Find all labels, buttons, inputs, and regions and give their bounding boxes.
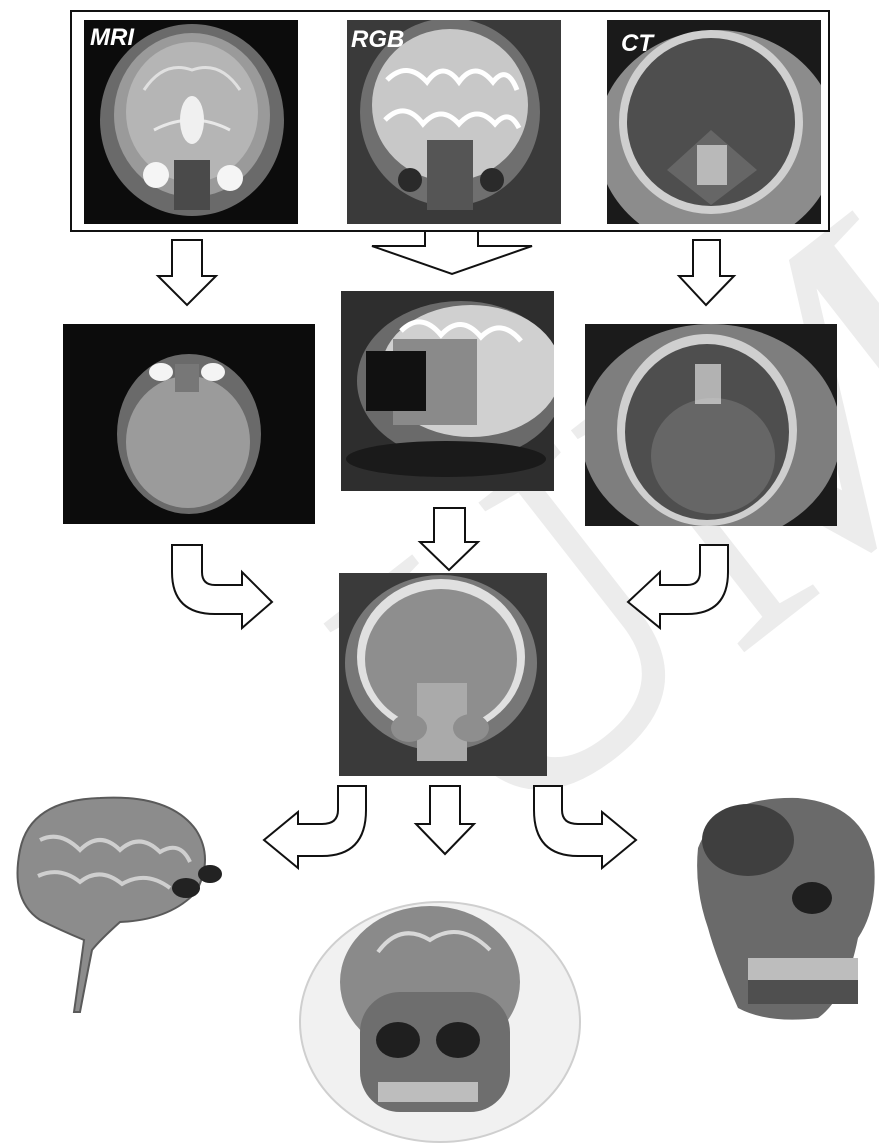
curved-arrow-icon: [628, 545, 728, 628]
curved-arrow-icon: [172, 545, 272, 628]
rgb-label: RGB: [351, 26, 404, 54]
brain-rendering: [0, 780, 250, 1020]
ct-input-image: CT: [607, 20, 821, 224]
curved-arrow-icon: [264, 786, 366, 868]
down-arrow-icon: [679, 240, 734, 305]
down-arrow-icon: [420, 508, 478, 570]
ct-segmented-image: [585, 324, 837, 526]
curved-arrow-icon: [534, 786, 636, 868]
rgb-input-image: RGB: [347, 20, 561, 224]
merge-arrow-icon: [372, 232, 532, 274]
skull-rendering: [688, 788, 879, 1028]
rgb-registered-image: [341, 291, 554, 491]
mri-label: MRI: [90, 24, 134, 52]
fused-image: [339, 573, 547, 776]
mri-segmented-image: [63, 324, 315, 524]
down-arrow-icon: [158, 240, 216, 305]
mri-input-image: MRI: [84, 20, 298, 224]
down-arrow-icon: [416, 786, 474, 854]
ct-label: CT: [621, 30, 653, 58]
skull-brain-rendering: [290, 892, 600, 1145]
